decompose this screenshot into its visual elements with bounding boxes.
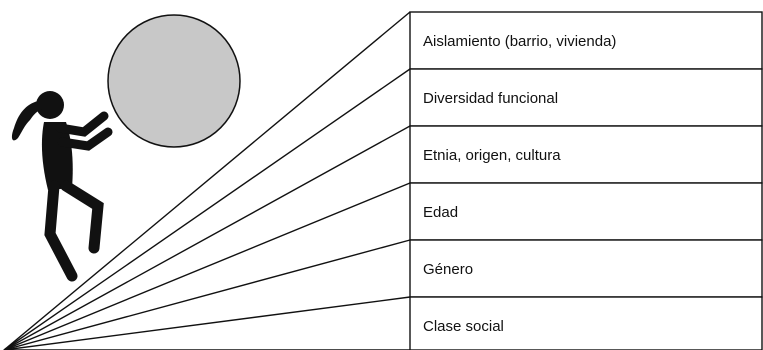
layer-box: [409, 125, 763, 184]
layer-box: [409, 239, 763, 298]
fan-line: [3, 182, 411, 350]
person-leg-front: [60, 180, 104, 254]
layer-box: [409, 296, 763, 350]
person-head: [36, 91, 64, 119]
fan-line: [3, 296, 411, 350]
layer-label-etnia: Etnia, origen, cultura: [423, 147, 561, 164]
layer-label-aislamiento: Aislamiento (barrio, vivienda): [423, 33, 616, 50]
layer-boxes: [409, 11, 763, 350]
layer-label-clase-social: Clase social: [423, 318, 504, 335]
fan-line: [3, 68, 411, 350]
person-arm-upper: [55, 111, 109, 137]
layer-label-edad: Edad: [423, 204, 458, 221]
person-leg-back: [44, 180, 78, 282]
fan-lines: [3, 11, 411, 350]
layer-box: [409, 182, 763, 241]
layer-labels: Aislamiento (barrio, vivienda) Diversida…: [423, 33, 616, 335]
layer-box: [409, 68, 763, 127]
boulder-icon: [107, 14, 241, 148]
fan-line: [3, 11, 411, 350]
person-ponytail: [11, 101, 42, 141]
layer-label-genero: Género: [423, 261, 473, 278]
person-arm-lower: [57, 127, 113, 151]
fan-line: [3, 239, 411, 350]
layer-label-diversidad-funcional: Diversidad funcional: [423, 90, 558, 107]
fan-line: [3, 125, 411, 350]
person-pushing-icon: [11, 91, 113, 282]
